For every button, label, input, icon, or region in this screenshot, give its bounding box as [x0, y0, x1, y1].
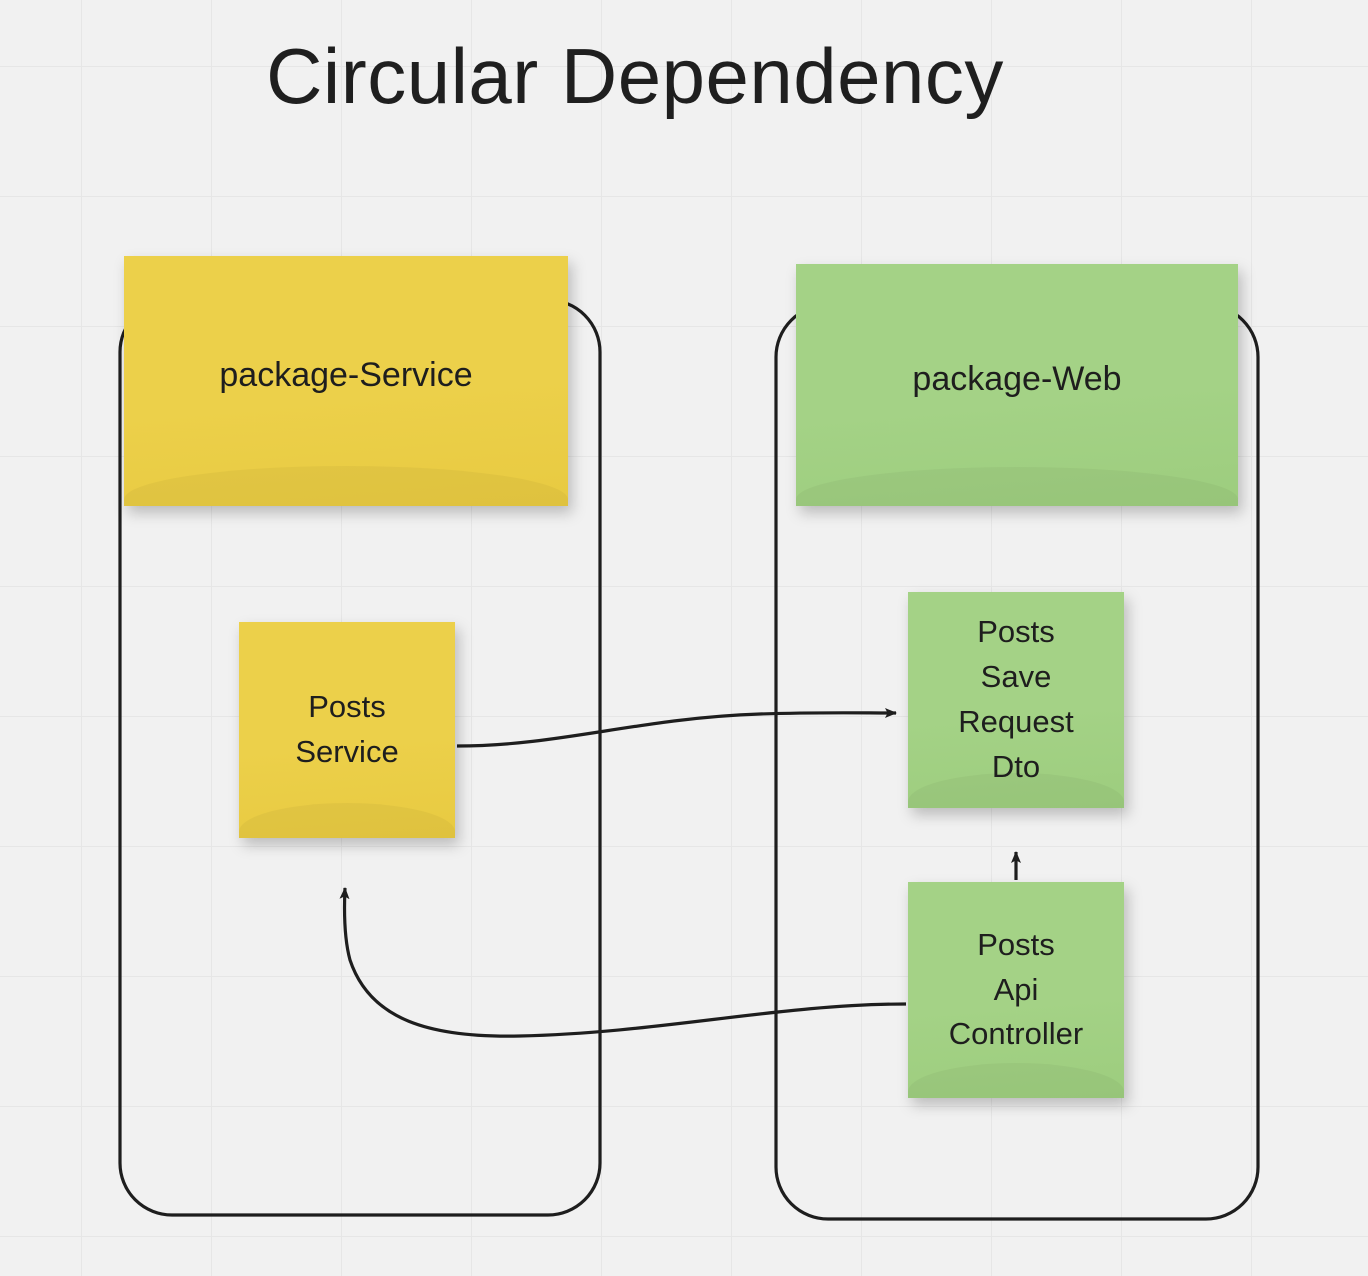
node-posts-api-controller[interactable]: Posts Api Controller — [908, 882, 1124, 1098]
edge-controller-to-service — [339, 887, 907, 1038]
node-label-posts-save-request-dto: Posts Save Request Dto — [958, 614, 1074, 784]
package-label-web: package-Web — [912, 359, 1122, 398]
node-label-posts-service: Posts Service — [295, 689, 399, 769]
node-posts-service[interactable]: Posts Service — [239, 622, 455, 838]
package-label-service: package-Service — [219, 355, 473, 394]
package-note-web[interactable]: package-Web — [796, 264, 1238, 506]
package-note-service[interactable]: package-Service — [124, 256, 568, 506]
node-posts-save-request-dto[interactable]: Posts Save Request Dto — [908, 592, 1124, 808]
edge-service-to-dto — [456, 707, 897, 748]
node-label-posts-api-controller: Posts Api Controller — [948, 926, 1084, 1052]
page-title: Circular Dependency — [266, 32, 1004, 120]
